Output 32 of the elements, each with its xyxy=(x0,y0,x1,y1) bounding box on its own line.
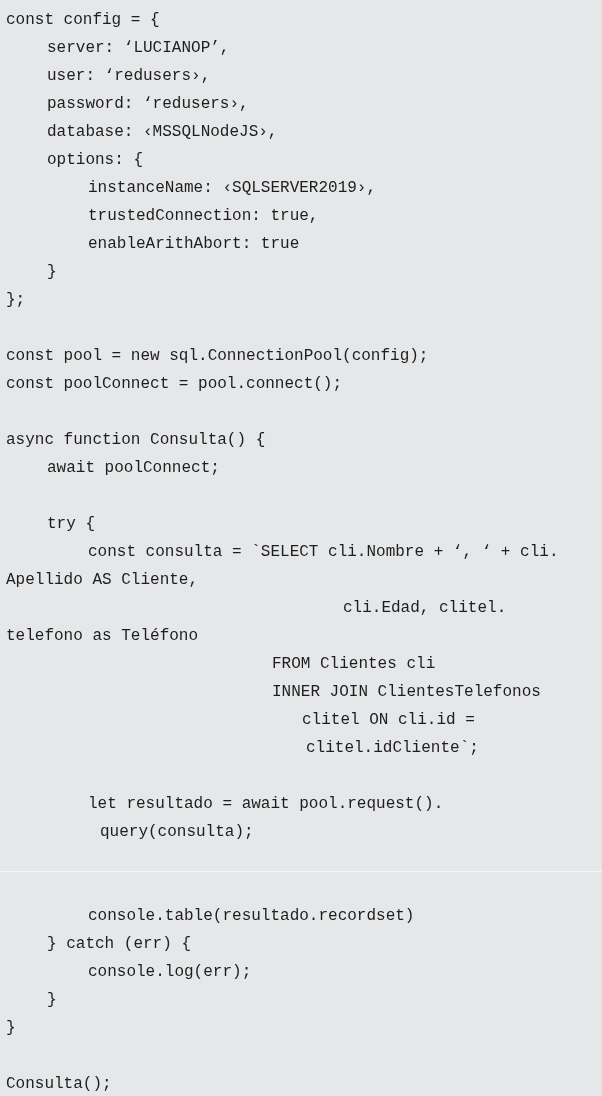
code-line: cli.Edad, clitel. xyxy=(343,598,507,619)
code-line: Consulta(); xyxy=(6,1074,112,1095)
code-line: let resultado = await pool.request(). xyxy=(88,794,444,815)
code-line: server: ‘LUCIANOP’, xyxy=(47,38,230,59)
code-line: password: ‘redusers›, xyxy=(47,94,249,115)
code-line: telefono as Teléfono xyxy=(6,626,199,647)
code-line: await poolConnect; xyxy=(47,458,220,479)
code-line: const poolConnect = pool.connect(); xyxy=(6,374,343,395)
code-line: } catch (err) { xyxy=(47,934,192,955)
code-line: options: { xyxy=(47,150,143,171)
code-line: instanceName: ‹SQLSERVER2019›, xyxy=(88,178,377,199)
code-line: } xyxy=(6,1018,16,1039)
code-line: } xyxy=(47,990,57,1011)
code-line: console.log(err); xyxy=(88,962,252,983)
code-line: user: ‘redusers›, xyxy=(47,66,211,87)
code-line: FROM Clientes cli xyxy=(272,654,436,675)
code-line: }; xyxy=(6,290,26,311)
code-line: Apellido AS Cliente, xyxy=(6,570,199,591)
code-line: try { xyxy=(47,514,95,535)
code-line: enableArithAbort: true xyxy=(88,234,300,255)
code-line: clitel ON cli.id = xyxy=(302,710,475,731)
code-line: async function Consulta() { xyxy=(6,430,266,451)
code-line: console.table(resultado.recordset) xyxy=(88,906,415,927)
code-line: trustedConnection: true, xyxy=(88,206,319,227)
code-line: INNER JOIN ClientesTelefonos xyxy=(272,682,541,703)
code-line: } xyxy=(47,262,57,283)
code-line: const pool = new sql.ConnectionPool(config); xyxy=(6,346,429,367)
code-line: database: ‹MSSQLNodeJS›, xyxy=(47,122,278,143)
code-line: const consulta = `SELECT cli.Nombre + ‘, ‘ + cli. xyxy=(88,542,559,563)
code-line: clitel.idCliente`; xyxy=(306,738,479,759)
code-line: const config = { xyxy=(6,10,160,31)
code-line: query(consulta); xyxy=(100,822,254,843)
